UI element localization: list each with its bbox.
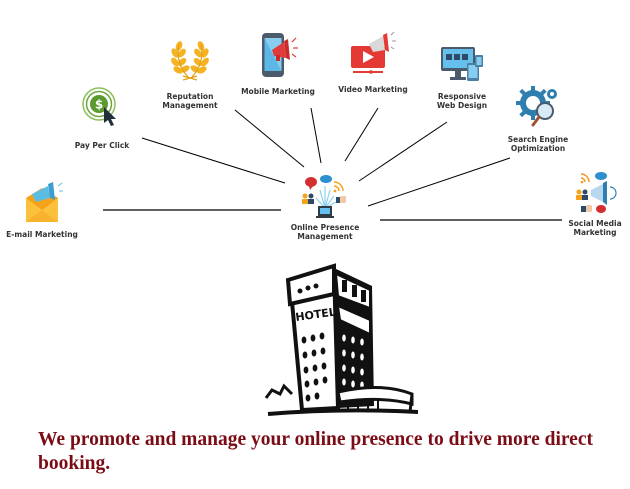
hotel-building-illustration: HOTEL bbox=[264, 263, 419, 416]
video-megaphone-icon bbox=[351, 32, 396, 74]
center-label: Online Presence Management bbox=[290, 223, 360, 241]
node-label: Social Media Marketing bbox=[568, 219, 622, 237]
node-mobile-marketing: Mobile Marketing bbox=[238, 32, 318, 96]
edge-reputation bbox=[234, 109, 305, 168]
monitor-devices-icon bbox=[441, 47, 483, 81]
dollar-target-cursor-icon: $ bbox=[82, 87, 116, 126]
node-label: Pay Per Click bbox=[74, 141, 130, 150]
node-label: Search Engine Optimization bbox=[507, 135, 569, 153]
social-megaphone-icon bbox=[576, 172, 617, 213]
node-label: Reputation Management bbox=[162, 92, 218, 110]
svg-text:HOTEL: HOTEL bbox=[295, 305, 337, 324]
node-pay-per-click: $ Pay Per Click bbox=[67, 87, 137, 150]
social-network-hub-icon bbox=[302, 175, 346, 218]
node-reputation-management: Reputation Management bbox=[150, 40, 230, 110]
node-search-engine-optimization: Search Engine Optimization bbox=[498, 85, 578, 153]
node-responsive-web-design: Responsive Web Design bbox=[422, 45, 502, 110]
laurel-wreath-icon bbox=[171, 41, 209, 81]
node-label: E-mail Marketing bbox=[6, 230, 78, 239]
node-video-marketing: Video Marketing bbox=[333, 32, 413, 94]
node-online-presence-management: Online Presence Management bbox=[285, 174, 365, 241]
node-social-media-marketing: Social Media Marketing bbox=[560, 170, 630, 237]
edge-video bbox=[344, 107, 379, 162]
edge-responsive bbox=[358, 121, 448, 182]
edge-mobile bbox=[310, 107, 322, 164]
node-label: Video Marketing bbox=[338, 85, 408, 94]
tagline: We promote and manage your online presen… bbox=[38, 429, 593, 474]
gear-magnifier-icon bbox=[516, 86, 557, 127]
edge-ppc bbox=[141, 137, 286, 184]
edge-seo bbox=[367, 157, 511, 207]
node-label: Responsive Web Design bbox=[436, 92, 488, 110]
svg-text:$: $ bbox=[95, 98, 103, 112]
phone-megaphone-icon bbox=[262, 33, 298, 77]
node-email-marketing: E-mail Marketing bbox=[2, 180, 82, 239]
node-label: Mobile Marketing bbox=[241, 87, 315, 96]
email-megaphone-icon bbox=[26, 182, 63, 222]
